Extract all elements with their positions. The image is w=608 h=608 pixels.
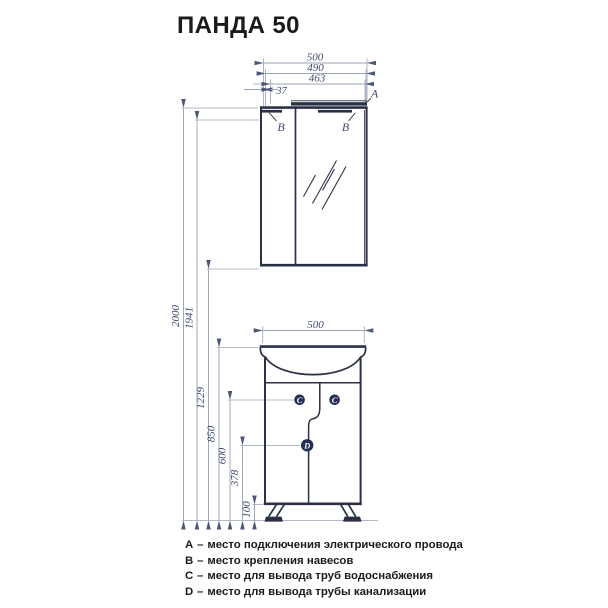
legend-item-a: A–место подключения электрического прово… <box>185 538 463 554</box>
point-c-left <box>294 394 305 406</box>
leg-foot-left <box>264 516 283 522</box>
callout-b-left: B <box>277 120 285 134</box>
legend-item-c: C–место для вывода труб водоснабжения <box>185 569 463 585</box>
legend-separator: – <box>197 570 204 583</box>
connection-points: C C D <box>294 394 340 452</box>
light-fixture-bar <box>291 102 367 106</box>
leader-line-b-left <box>268 112 277 122</box>
legend-separator: – <box>197 554 204 567</box>
hanger-bracket-right <box>318 109 352 113</box>
legend-separator: – <box>197 539 204 551</box>
vanity-cabinet <box>259 345 367 522</box>
vanity-legs <box>264 503 362 522</box>
legend-text: место для вывода трубы канализации <box>207 585 427 598</box>
dim-label-463: 463 <box>309 73 326 85</box>
washbasin-bowl <box>259 347 367 376</box>
height-dimensions: 2000 1941 1229 850 600 378 100 <box>170 99 378 530</box>
legend-text: место подключения электрического провода <box>207 539 463 551</box>
dim-label-1941: 1941 <box>184 307 196 329</box>
vanity-door-split <box>307 382 321 504</box>
dim-label-600: 600 <box>217 447 229 464</box>
page-title: ПАНДА 50 <box>177 12 300 39</box>
legend-separator: – <box>197 585 204 598</box>
legend: A–место подключения электрического прово… <box>185 538 463 600</box>
legend-text: место крепления навесов <box>207 554 354 567</box>
dim-label-500: 500 <box>307 52 324 64</box>
point-c-right <box>329 394 340 406</box>
legend-key: B <box>185 554 194 567</box>
dim-label-2000: 2000 <box>170 305 182 328</box>
mirror-cabinet <box>260 100 368 267</box>
leader-line-a <box>363 98 372 106</box>
leader-line-b-right <box>348 112 356 122</box>
legend-key: A <box>185 539 194 551</box>
callout-a: A <box>370 87 379 101</box>
dim-label-100: 100 <box>241 501 253 518</box>
dim-label-vanity-500: 500 <box>307 319 324 331</box>
callouts: A B B <box>268 87 379 134</box>
dim-label-850: 850 <box>206 425 218 442</box>
dim-label-1229: 1229 <box>195 387 207 410</box>
point-c-left-label: C <box>297 395 303 405</box>
dim-label-37: 37 <box>275 86 287 97</box>
point-d <box>301 439 314 452</box>
mirror-top-dimensions: 500 490 463 37 <box>244 52 376 106</box>
point-d-label: D <box>303 441 310 451</box>
point-c-right-label: C <box>332 395 338 405</box>
dim-label-378: 378 <box>229 469 241 487</box>
legend-item-d: D–место для вывода трубы канализации <box>185 585 463 601</box>
leg-foot-right <box>343 516 362 522</box>
legend-item-b: B–место крепления навесов <box>185 554 463 570</box>
callout-b-right: B <box>342 120 350 134</box>
mirror-glass-hatching <box>303 160 347 210</box>
legend-key: C <box>185 570 194 583</box>
hanger-bracket-left <box>261 109 282 113</box>
legend-text: место для вывода труб водоснабжения <box>207 570 434 583</box>
legend-key: D <box>185 585 194 598</box>
dim-label-490: 490 <box>307 62 324 74</box>
vanity-width-dimension: 500 <box>253 319 374 343</box>
